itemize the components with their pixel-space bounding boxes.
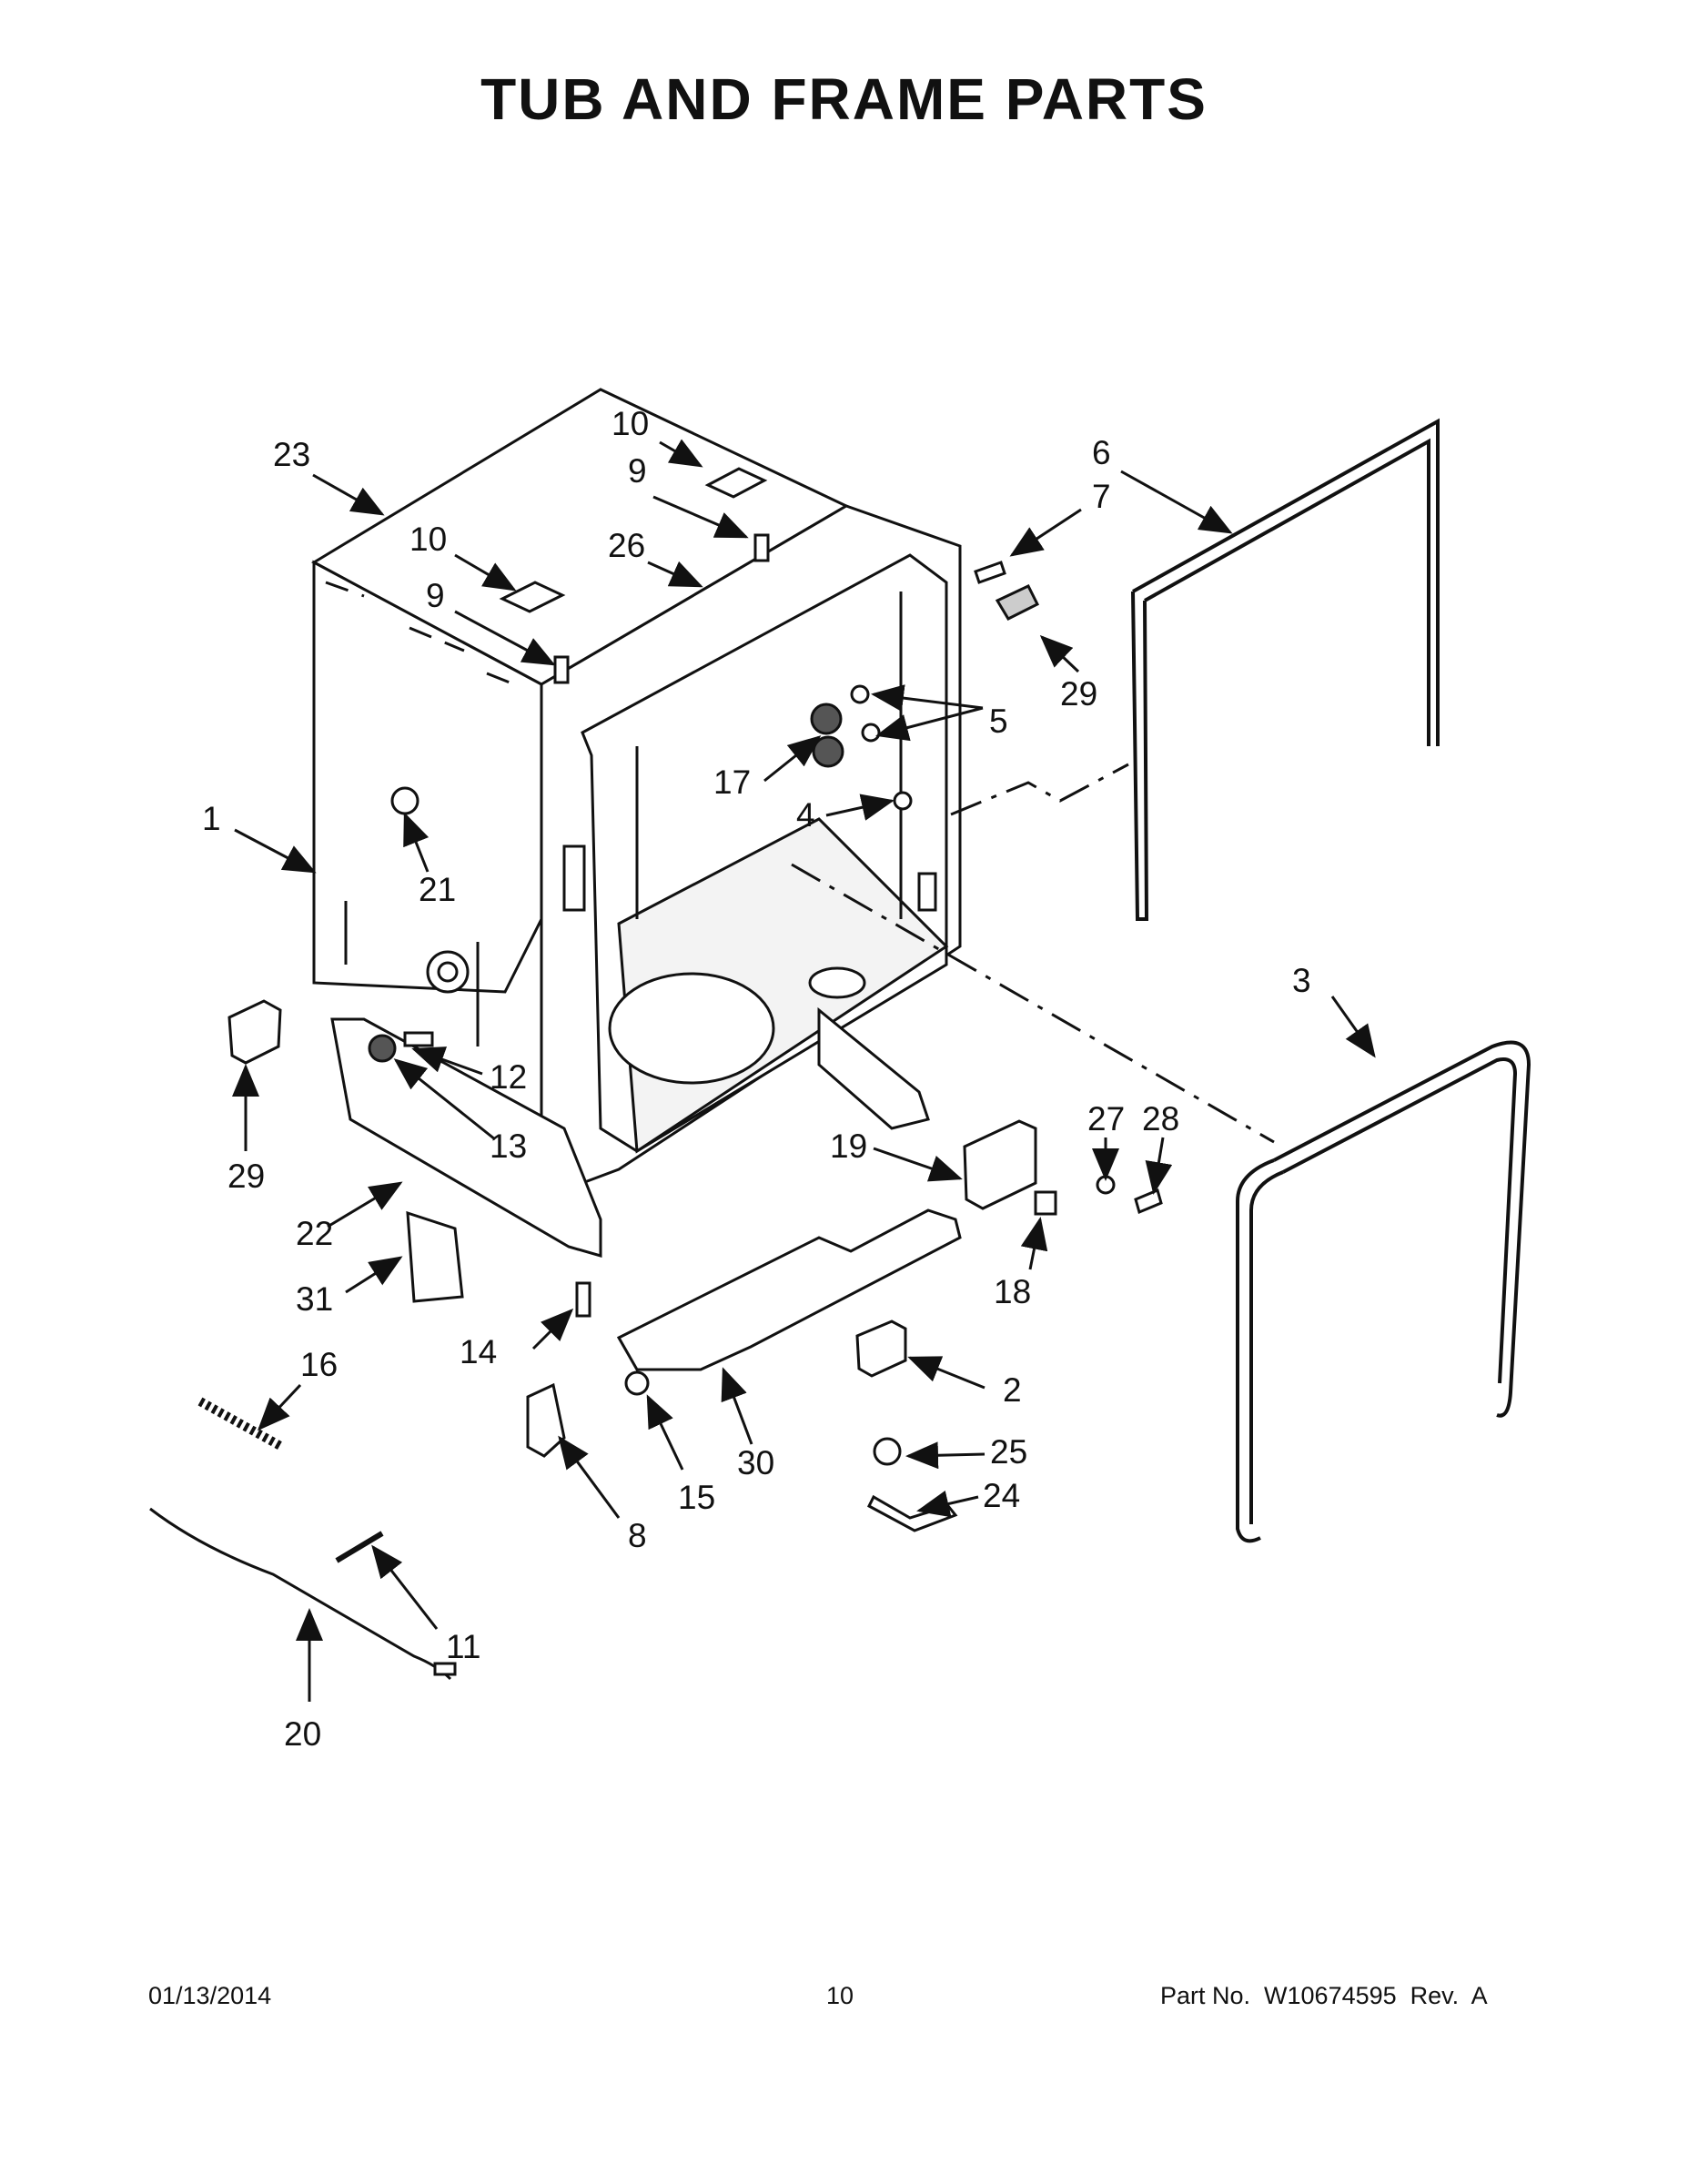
callout-18: 18 — [994, 1273, 1031, 1310]
small-parts — [149, 467, 1163, 1681]
footer-date: 01/13/2014 — [148, 1982, 272, 2009]
callout-27: 27 — [1087, 1100, 1125, 1138]
callout-21: 21 — [419, 871, 456, 908]
callout-17: 17 — [713, 763, 751, 801]
dishwasher-tub — [310, 388, 962, 1258]
callout-29-left: 29 — [227, 1158, 265, 1195]
callout-13: 13 — [490, 1127, 527, 1165]
page-title: TUB AND FRAME PARTS — [480, 66, 1208, 132]
callout-30: 30 — [737, 1444, 774, 1481]
callout-4: 4 — [796, 796, 815, 834]
footer-page-number: 10 — [826, 1982, 854, 2009]
assembly-guides — [791, 763, 1275, 1144]
callout-3: 3 — [1292, 962, 1311, 999]
callout-9-top: 9 — [628, 452, 647, 490]
callout-8: 8 — [628, 1517, 647, 1554]
callout-10-left: 10 — [409, 521, 447, 558]
footer-part-number: Part No. W10674595 Rev. A — [1160, 1982, 1488, 2009]
callout-26: 26 — [608, 527, 645, 564]
callout-6: 6 — [1092, 434, 1111, 471]
callout-7: 7 — [1092, 478, 1111, 515]
callout-23: 23 — [273, 436, 310, 473]
callout-14: 14 — [460, 1333, 497, 1370]
callout-11: 11 — [446, 1628, 480, 1665]
callout-12: 12 — [490, 1058, 527, 1096]
callout-29-right: 29 — [1060, 675, 1097, 713]
callout-20: 20 — [284, 1715, 321, 1753]
callout-labels: 23 10 9 10 9 26 6 7 29 5 17 4 1 21 3 12 … — [202, 405, 1311, 1753]
leader-arrows — [232, 439, 1376, 1702]
callout-9-left: 9 — [426, 577, 445, 614]
callout-25: 25 — [990, 1433, 1027, 1471]
door-gasket-top — [1131, 418, 1440, 921]
callout-19: 19 — [830, 1127, 867, 1165]
callout-22: 22 — [296, 1215, 333, 1252]
callout-16: 16 — [300, 1346, 338, 1383]
callout-5: 5 — [989, 703, 1008, 740]
callout-24: 24 — [983, 1477, 1020, 1514]
callout-2: 2 — [1003, 1371, 1022, 1409]
callout-28: 28 — [1142, 1100, 1179, 1138]
callout-1: 1 — [202, 800, 221, 837]
top-dashed-guides — [325, 581, 510, 684]
callout-10-top: 10 — [612, 405, 649, 442]
callout-15: 15 — [678, 1479, 715, 1516]
side-seal — [1236, 1040, 1531, 1543]
callout-31: 31 — [296, 1280, 333, 1318]
